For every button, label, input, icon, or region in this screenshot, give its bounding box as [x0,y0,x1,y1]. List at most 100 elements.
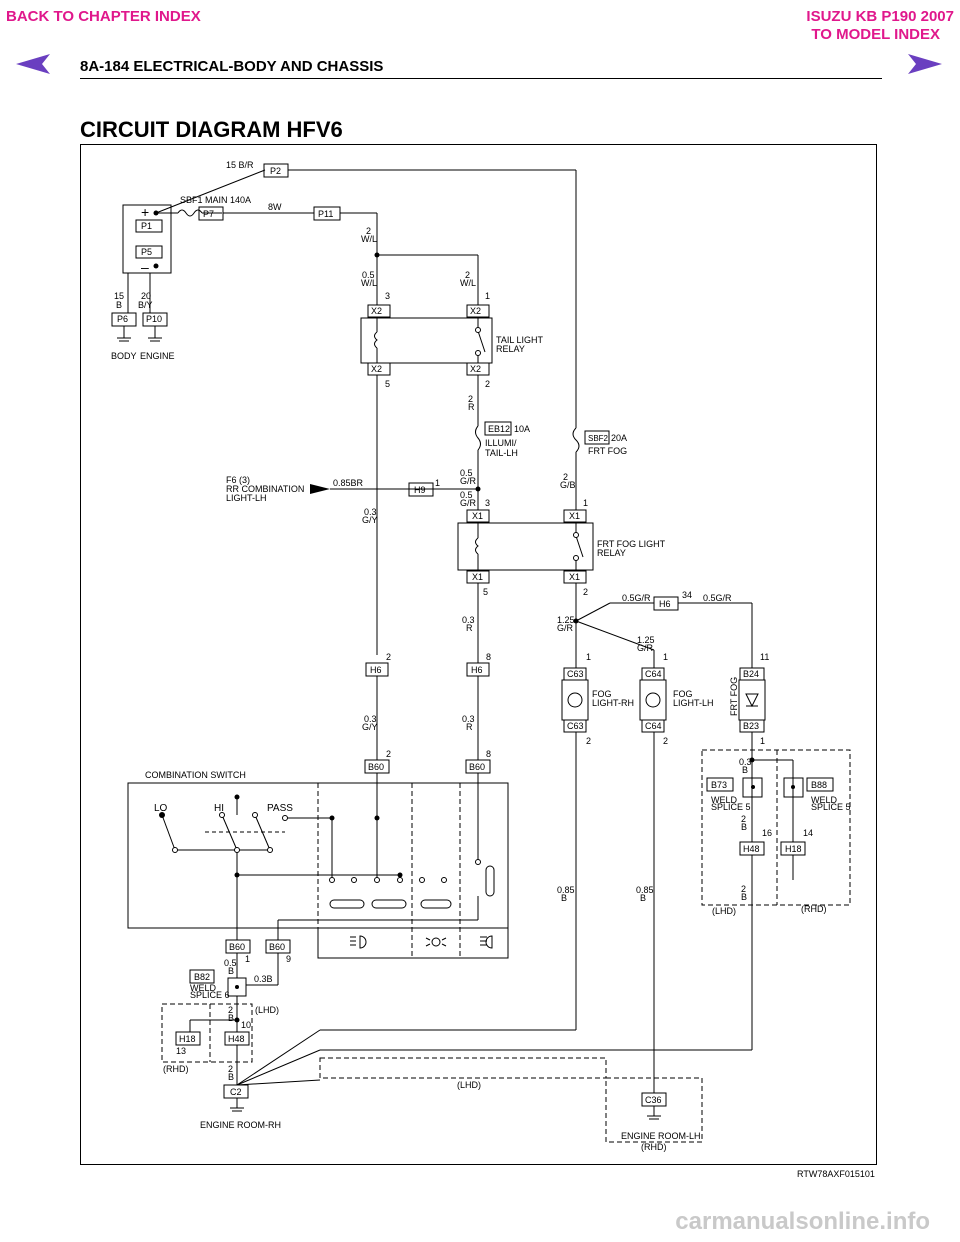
fog-pin3: 3 [485,498,490,508]
tail-x2-d: X2 [470,364,481,374]
p1-label: P1 [141,221,152,231]
b82-label: B82 [194,972,210,982]
b085-size-2: 0.85 [636,885,654,895]
weld6-1: WELD [190,983,217,993]
c64-label-top: C64 [645,669,662,679]
b60-label-2: B60 [469,762,485,772]
wl05-color: W/L [361,278,377,288]
p2-wire: 15 B/R [226,160,254,170]
p11-wire: 8W [268,202,282,212]
diagram-frame [80,144,877,1165]
h18-label-2: H18 [179,1034,196,1044]
hi-label: HI [214,803,224,814]
to-model-index[interactable]: TO MODEL INDEX [811,26,940,43]
b03-size: 0.3 [739,757,752,767]
wire-15-size: 15 [114,291,124,301]
fog-lh-name-2: LIGHT-LH [673,698,714,708]
rhd-label-1: (RHD) [801,904,827,914]
fog-lh-name-1: FOG [673,689,693,699]
eb12-amp: 10A [514,424,530,434]
r03-color-1: R [466,623,473,633]
p10-label: P10 [146,314,162,324]
b60-label-3: B60 [229,942,245,952]
gr-color-1: G/R [460,476,477,486]
battery-box [122,204,172,274]
fog-rh-name-2: LIGHT-RH [592,698,634,708]
b05-color: B [228,966,234,976]
tail-light-relay [360,317,493,364]
prev-page-arrow-icon[interactable] [16,54,50,74]
h6-34-pin: 34 [682,590,692,600]
tail-pin3: 3 [385,291,390,301]
weld5-a-2: SPLICE 5 [711,802,751,812]
b2-color-3: B [228,1013,234,1023]
battery-plus: + [141,204,149,220]
c63-pin2: 2 [586,736,591,746]
tail-pin1: 1 [485,291,490,301]
b03-color: B [742,765,748,775]
p6-label: P6 [117,314,128,324]
gr125-size-1: 1.25 [557,615,575,625]
gb-size: 2 [563,472,568,482]
h6-34-label: H6 [659,599,671,609]
fog-light-lh [639,679,667,721]
pin16: 16 [762,828,772,838]
pin14: 14 [803,828,813,838]
fog-x1-a: X1 [472,511,483,521]
back-to-chapter-index-link[interactable]: BACK TO CHAPTER INDEX [6,8,201,25]
engine-room-rh: ENGINE ROOM-RH [200,1120,281,1130]
p5-label: P5 [141,247,152,257]
pin13: 13 [176,1046,186,1056]
gr-small-1: 0.5G/R [622,593,651,603]
b60-pin8: 8 [486,749,491,759]
h48-label-2: H48 [228,1034,245,1044]
fog-pin2: 2 [583,587,588,597]
b24-pin11: 11 [760,652,769,662]
pass-label: PASS [267,803,293,814]
lhd-label-2: (LHD) [255,1005,279,1015]
f6-name-2: LIGHT-LH [226,493,267,503]
body-label: BODY [111,351,137,361]
model-index-link[interactable]: ISUZU KB P190 2007 TO MODEL INDEX [806,8,954,44]
wl-size-1: 2 [366,226,371,236]
b03b-wire: 0.3B [254,974,273,984]
h6-8-label: H6 [471,665,483,675]
eb12-name-1: ILLUMI/ [485,438,517,448]
diagram-ref: RTW78AXF015101 [797,1169,875,1179]
h48-label-1: H48 [743,844,760,854]
b73-label: B73 [711,780,727,790]
b05-size: 0.5 [224,958,237,968]
watermark: carmanualsonline.info [675,1208,930,1235]
b2-color-1: B [741,822,747,832]
eb12-label: EB12 [488,424,510,434]
engine-label: ENGINE [140,351,175,361]
gr125-color-2: G/R [637,643,654,653]
b24-label: B24 [743,669,759,679]
p5-box [135,245,163,259]
b085-size-1: 0.85 [557,885,575,895]
b23-label: B23 [743,721,759,731]
wl05-size: 0.5 [362,270,375,280]
eb12-name-2: TAIL-LH [485,448,518,458]
r03-size-2: 0.3 [462,714,475,724]
fog-x1-b: X1 [569,511,580,521]
wire-15-color: B [116,300,122,310]
h6-pin2: 2 [386,652,391,662]
sbf1-label: SBF1 MAIN 140A [180,195,251,205]
gr-size-2: 0.5 [460,490,473,500]
b60-label-1: B60 [368,762,384,772]
frt-fog-label: FRT FOG [729,677,739,716]
f6-name-1: RR COMBINATION [226,484,304,494]
model-title[interactable]: ISUZU KB P190 2007 [806,8,954,25]
gr125-color-1: G/R [557,623,574,633]
b085-color-2: B [640,893,646,903]
p1-box [135,219,163,233]
r03-color-2: R [466,722,473,732]
fog-relay-name-2: RELAY [597,548,626,558]
fog-pin5: 5 [483,587,488,597]
next-page-arrow-icon[interactable] [908,54,942,74]
rhd-label-2: (RHD) [163,1064,189,1074]
h9-label: H9 [414,485,426,495]
battery-minus: – [141,259,149,275]
